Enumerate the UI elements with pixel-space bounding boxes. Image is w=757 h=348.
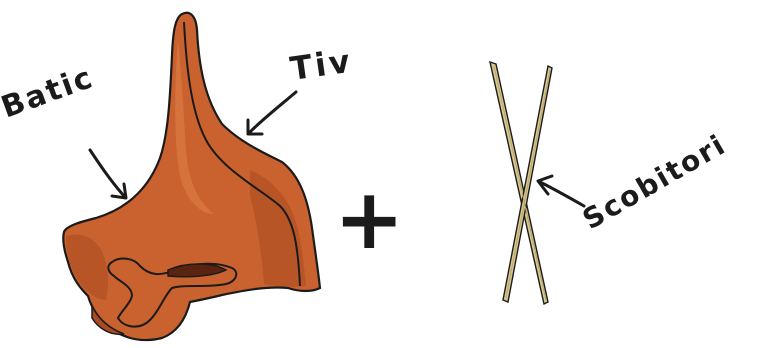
label-scobitori-group: Scobitori <box>538 128 732 236</box>
label-scobitori: Scobitori <box>577 128 732 236</box>
clay-nozzle-piece <box>63 13 320 340</box>
label-tiv: Tiv <box>288 42 355 88</box>
label-tiv-group: Tiv <box>248 42 355 134</box>
arrow-batic <box>90 150 124 196</box>
arrow-tiv <box>250 92 296 132</box>
label-batic-group: Batic <box>0 60 126 198</box>
label-batic: Batic <box>0 60 99 126</box>
plus-sign: + <box>334 170 404 268</box>
